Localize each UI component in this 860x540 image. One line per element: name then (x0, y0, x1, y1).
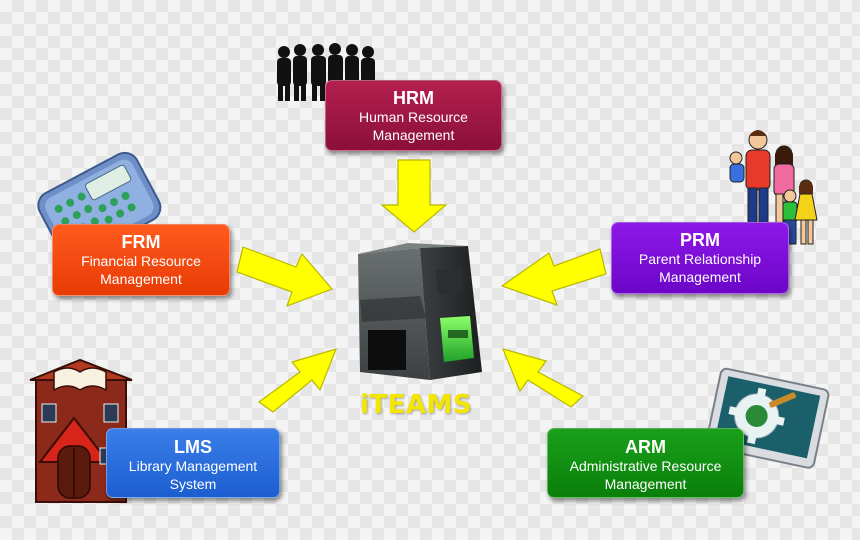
center-title: iTEAMS (360, 390, 473, 420)
lms-name-line1: Library Management (128, 458, 258, 474)
frm-name-line1: Financial Resource (81, 253, 201, 269)
arm-module-box: ARM Administrative Resource Management (547, 428, 744, 498)
prm-name-line2: Management (659, 269, 741, 285)
prm-name-line1: Parent Relationship (638, 251, 762, 267)
arrow-arm-to-center (501, 348, 585, 408)
hrm-name-line1: Human Resource (359, 109, 468, 125)
lms-name-line2: System (169, 476, 217, 492)
arm-name-line2: Management (604, 476, 687, 492)
lms-module-box: LMS Library Management System (106, 428, 280, 498)
arm-name-line1: Administrative Resource (569, 458, 722, 474)
arrow-frm-to-center (236, 246, 334, 308)
arm-code: ARM (625, 437, 666, 457)
hrm-module-box: HRM Human Resource Management (325, 80, 502, 151)
frm-code: FRM (121, 232, 161, 252)
hrm-code: HRM (393, 88, 434, 108)
frm-name-line2: Management (100, 271, 182, 287)
prm-code: PRM (680, 230, 720, 250)
prm-module-box: PRM Parent Relationship Management (611, 222, 789, 294)
frm-module-box: FRM Financial Resource Management (52, 224, 230, 296)
arrow-hrm-to-center (380, 159, 448, 233)
arrow-prm-to-center (500, 248, 607, 306)
arrow-lms-to-center (257, 348, 338, 413)
lms-code: LMS (174, 437, 212, 457)
hrm-name-line2: Management (372, 127, 455, 143)
